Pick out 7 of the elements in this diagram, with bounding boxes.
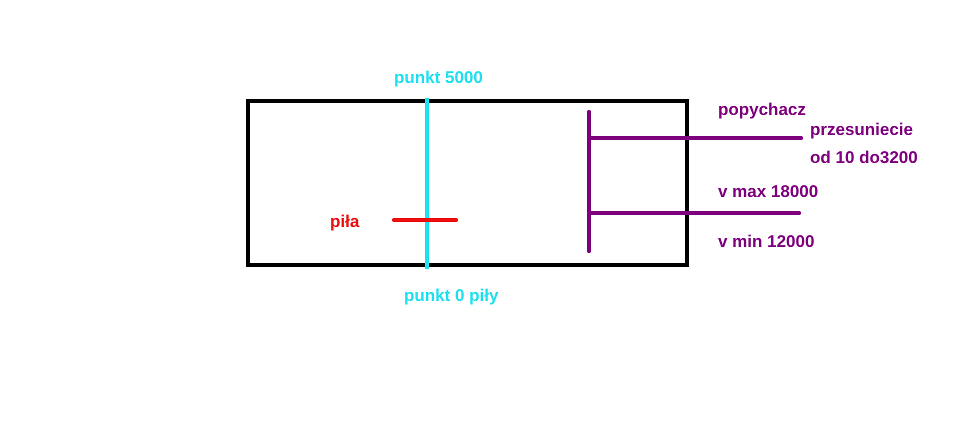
annotation-text: przesuniecie od 10 do3200 — [810, 119, 919, 169]
annotation-text: v min 12000 — [718, 231, 814, 253]
annotation-text: punkt 5000 — [394, 67, 483, 89]
annotation-text: popychacz — [718, 99, 806, 121]
annotation-text: punkt 0 piły — [404, 285, 498, 307]
annotation-text: piła — [330, 211, 360, 233]
annotation-text: v max 18000 — [718, 181, 818, 203]
